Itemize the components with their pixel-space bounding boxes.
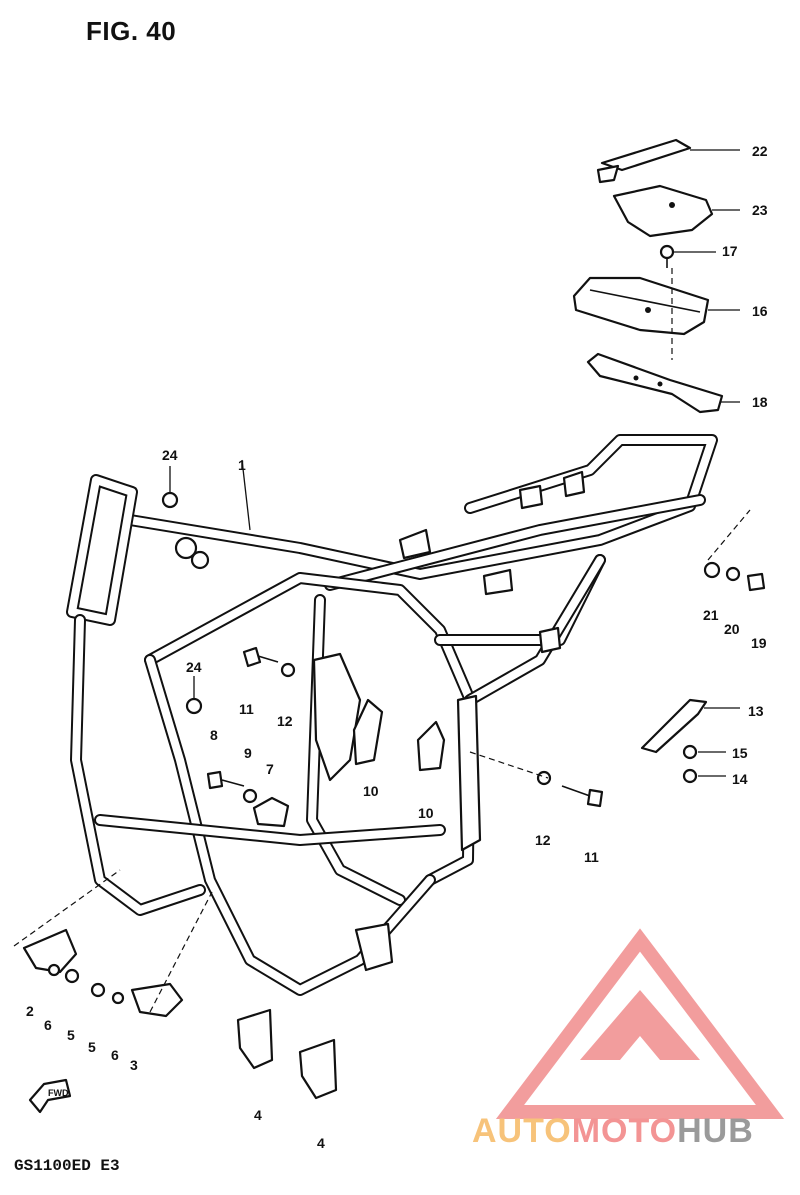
callout-24-upper: 24	[162, 447, 178, 463]
centre-lines	[13, 268, 751, 1013]
callout-2: 2	[26, 1003, 34, 1019]
part-4-mount-plate-right	[298, 1038, 338, 1100]
callout-1: 1	[238, 457, 246, 473]
part-10-plate-right	[416, 720, 446, 772]
part-8-bolt	[206, 770, 245, 790]
part-7-plate	[252, 796, 290, 828]
part-14-bolt	[682, 768, 698, 784]
callout-8: 8	[210, 727, 218, 743]
part-9-nut	[242, 788, 258, 804]
callout-9: 9	[244, 745, 252, 761]
callout-6-left: 6	[44, 1017, 52, 1033]
part-15-damper	[682, 744, 698, 760]
callout-labels: 22 23 17 16 18 24 1 21 20 19 24 11 12 8 …	[26, 143, 768, 1151]
callout-10-right: 10	[418, 805, 434, 821]
part-13-stay	[640, 698, 708, 754]
callout-5-mid: 5	[88, 1039, 96, 1055]
part-23-cover	[612, 184, 714, 238]
part-21-washer	[703, 561, 721, 579]
part-20-washer	[725, 566, 741, 582]
leader-lines	[169, 149, 740, 777]
callout-15: 15	[732, 745, 748, 761]
part-11-bolt-left	[242, 646, 279, 668]
part-4-mount-plate-left	[236, 1008, 274, 1070]
callout-17: 17	[722, 243, 738, 259]
part-5-bolt-mid	[90, 982, 106, 998]
callout-4-left: 4	[254, 1107, 262, 1123]
callout-4-right: 4	[317, 1135, 325, 1151]
callout-13: 13	[748, 703, 764, 719]
part-24-grommet-lower	[185, 697, 203, 715]
callout-23: 23	[752, 202, 768, 218]
callout-16: 16	[752, 303, 768, 319]
callout-19: 19	[751, 635, 767, 651]
part-17-screw	[659, 244, 675, 268]
part-22-hinge	[596, 138, 692, 184]
watermark-text: AUTOMOTOHUB	[472, 1112, 754, 1151]
part-1-main-frame	[66, 434, 718, 996]
callout-22: 22	[752, 143, 768, 159]
watermark-moto: MOTO	[571, 1112, 678, 1150]
part-6-washer-mid	[111, 991, 125, 1005]
fwd-arrow: FWD	[28, 1078, 72, 1114]
callout-20: 20	[724, 621, 740, 637]
callout-14: 14	[732, 771, 748, 787]
part-3-mount-plate	[130, 982, 184, 1018]
part-12-washer-left	[280, 662, 296, 678]
part-18-bracket	[586, 352, 724, 414]
part-12-washer-right	[536, 770, 552, 786]
watermark-auto: AUTO	[472, 1112, 572, 1150]
part-11-bolt-right	[561, 785, 604, 808]
callout-21: 21	[703, 607, 719, 623]
callout-18: 18	[752, 394, 768, 410]
callout-7: 7	[266, 761, 274, 777]
callout-10-left: 10	[363, 783, 379, 799]
callout-3: 3	[130, 1057, 138, 1073]
part-2-mount-plate	[22, 928, 78, 974]
watermark-logo	[495, 928, 785, 1119]
callout-5-left: 5	[67, 1027, 75, 1043]
part-19-bolt	[746, 572, 766, 592]
callout-12-left: 12	[277, 713, 293, 729]
part-24-grommet-upper	[161, 491, 179, 509]
model-label: GS1100ED E3	[14, 1157, 120, 1175]
callout-24-lower: 24	[186, 659, 202, 675]
callout-11-left: 11	[239, 701, 254, 717]
callout-12-right: 12	[535, 832, 551, 848]
part-6-washer-left	[47, 963, 61, 977]
figure-title: FIG. 40	[86, 16, 177, 46]
part-16-tray	[572, 276, 710, 336]
callout-6-mid: 6	[111, 1047, 119, 1063]
part-10-plate-left	[352, 698, 384, 766]
part-5-bolt-left	[64, 968, 80, 984]
callout-11-right: 11	[584, 849, 599, 865]
fwd-label: FWD	[48, 1088, 69, 1098]
watermark-hub: HUB	[677, 1112, 754, 1150]
